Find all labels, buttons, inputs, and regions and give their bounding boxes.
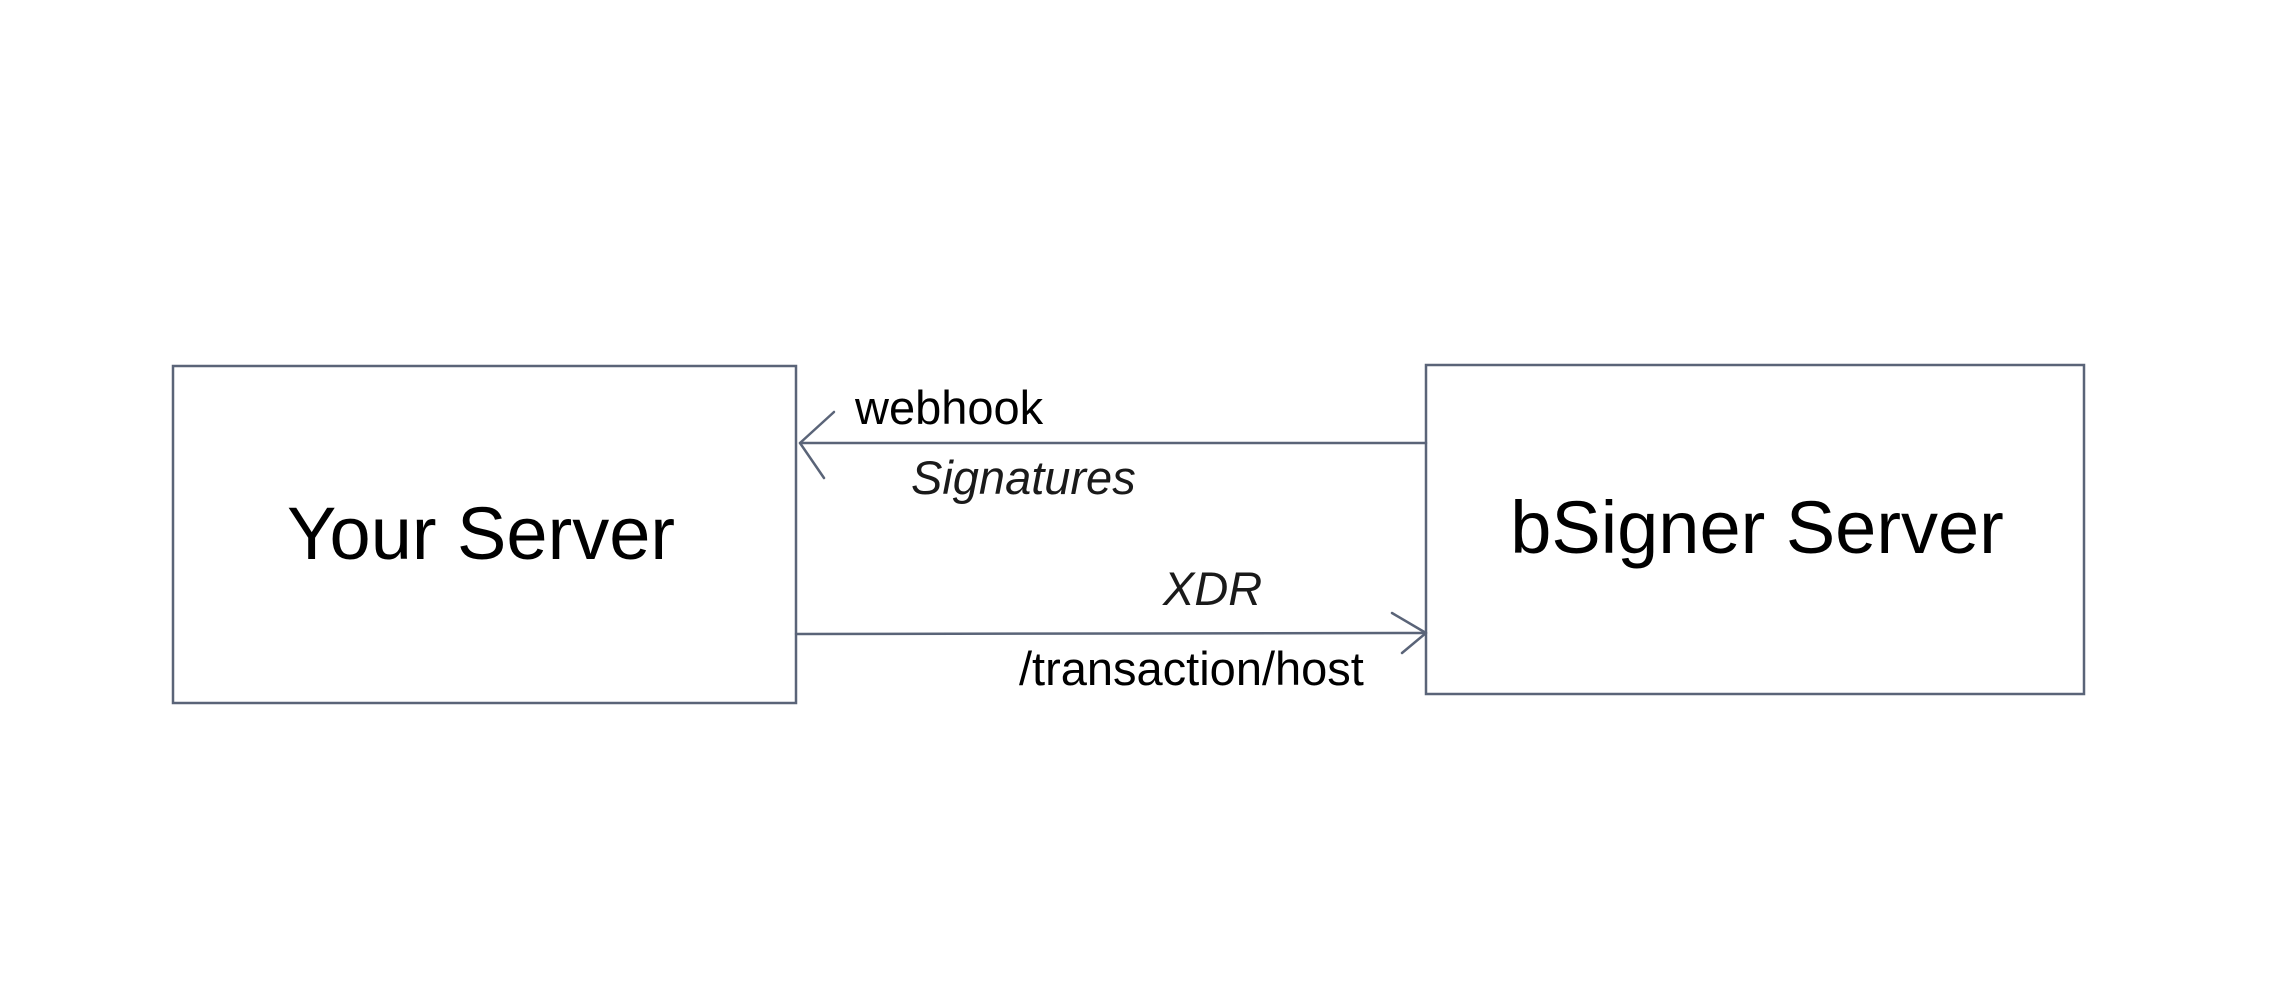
transaction-host-label: /transaction/host: [1019, 642, 1364, 695]
transaction-host-sublabel: XDR: [1162, 562, 1262, 615]
transaction-host-arrow-head: [1390, 611, 1428, 655]
bsigner-server-label: bSigner Server: [1510, 486, 2004, 569]
node-your-server: Your Server: [171, 364, 798, 705]
your-server-box: [171, 364, 798, 705]
node-bsigner-server: bSigner Server: [1424, 363, 2086, 696]
transaction-host-arrow-line: [794, 631, 1428, 636]
edge-transaction-host: XDR /transaction/host: [794, 562, 1428, 695]
webhook-sublabel: Signatures: [911, 451, 1136, 504]
edge-webhook: webhook Signatures: [798, 381, 1428, 504]
webhook-arrow-head: [798, 410, 836, 480]
bsigner-server-box: [1424, 363, 2086, 696]
webhook-label: webhook: [854, 381, 1044, 434]
your-server-label: Your Server: [287, 492, 675, 575]
